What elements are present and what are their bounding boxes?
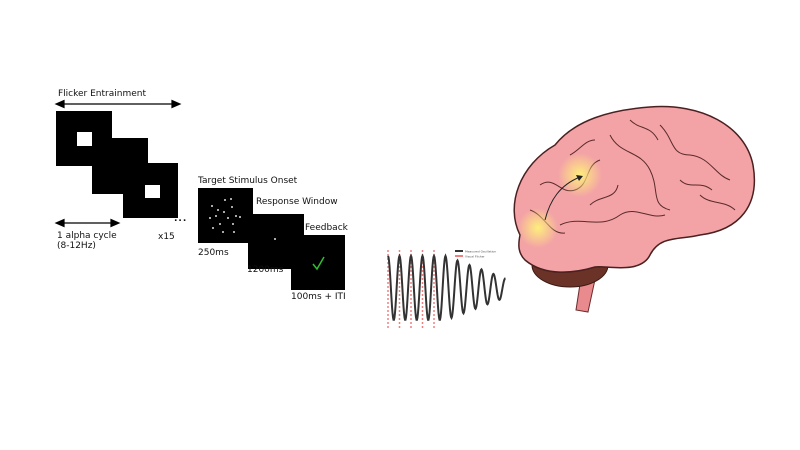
flicker-entrainment-label: Flicker Entrainment — [58, 89, 146, 99]
alpha-cycle-label: 1 alpha cycle — [57, 231, 117, 241]
measured-oscillation-line — [387, 253, 506, 321]
feedback-screen — [291, 235, 345, 290]
flicker-white-square — [77, 132, 92, 146]
feedback-duration-label: 100ms + ITI — [291, 292, 346, 302]
oscillation-plot: Measured Oscillation Visual Flicker — [387, 250, 506, 328]
target-duration-label: 250ms — [198, 248, 229, 258]
response-duration-label: 1200ms — [247, 265, 284, 275]
arrowhead-icon — [576, 175, 583, 181]
fixation-dot — [274, 238, 276, 240]
highlight-region-parietal — [558, 153, 602, 197]
target-onset-label: Target Stimulus Onset — [198, 176, 298, 186]
flicker-span-arrow — [54, 99, 182, 109]
target-stimulus-screen — [198, 188, 253, 243]
highlight-region-occipital — [518, 208, 558, 248]
legend-oscillation: Measured Oscillation — [465, 250, 496, 254]
alpha-frequency-label: (8-12Hz) — [57, 241, 96, 251]
checkmark-icon — [312, 256, 325, 271]
brain-illustration — [513, 105, 755, 313]
alpha-cycle-arrow — [54, 218, 121, 228]
legend-flicker: Visual Flicker — [465, 255, 485, 259]
flicker-white-square — [145, 185, 160, 198]
connection-arrow — [544, 176, 581, 221]
ellipsis: ... — [174, 214, 188, 224]
visual-flicker-markers — [387, 250, 435, 328]
cerebral-cortex — [513, 105, 755, 273]
legend-swatch-oscillation — [455, 250, 463, 252]
response-window-label: Response Window — [256, 197, 338, 207]
feedback-label: Feedback — [305, 223, 348, 233]
dot-stimulus — [209, 198, 241, 233]
legend-swatch-flicker — [455, 255, 463, 257]
repeat-count-label: x15 — [158, 232, 175, 242]
